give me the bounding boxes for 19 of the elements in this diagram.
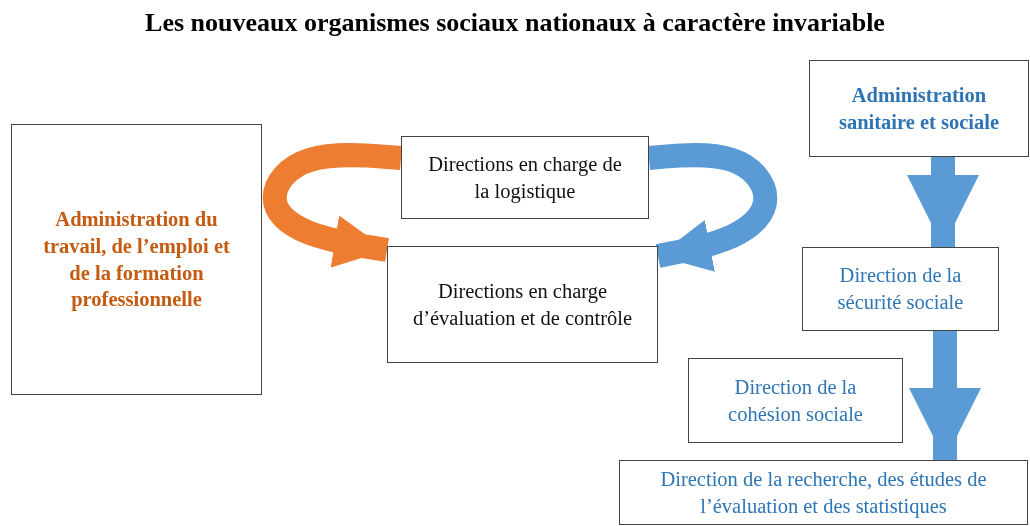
text-box — [401, 136, 649, 219]
text-box — [619, 460, 1028, 525]
curved-arrow — [262, 143, 402, 268]
box-label: Administration du travail, de l’emploi et de la formation professionnelle — [42, 207, 231, 313]
box-label: Administration sanitaire et sociale — [837, 82, 1001, 135]
curved-arrow — [647, 143, 778, 272]
box-label: Direction de la cohésion sociale — [727, 374, 864, 427]
text-box — [809, 60, 1029, 157]
box-label: Direction de la recherche, des études de l’évaluation et des statistiques — [659, 466, 988, 520]
text-box — [688, 358, 903, 443]
diagram-title: Les nouveaux organismes sociaux nationaux à caractère invariable — [144, 8, 886, 38]
text-box — [387, 246, 658, 363]
block-arrow — [909, 331, 981, 460]
box-label: Direction de la sécurité sociale — [836, 263, 965, 315]
text-box — [802, 247, 999, 331]
text-box — [11, 124, 262, 395]
box-label: Directions en charge d’évaluation et de contrôle — [411, 278, 634, 331]
box-label: Directions en charge de la logistique — [427, 151, 623, 205]
block-arrow — [907, 157, 979, 247]
